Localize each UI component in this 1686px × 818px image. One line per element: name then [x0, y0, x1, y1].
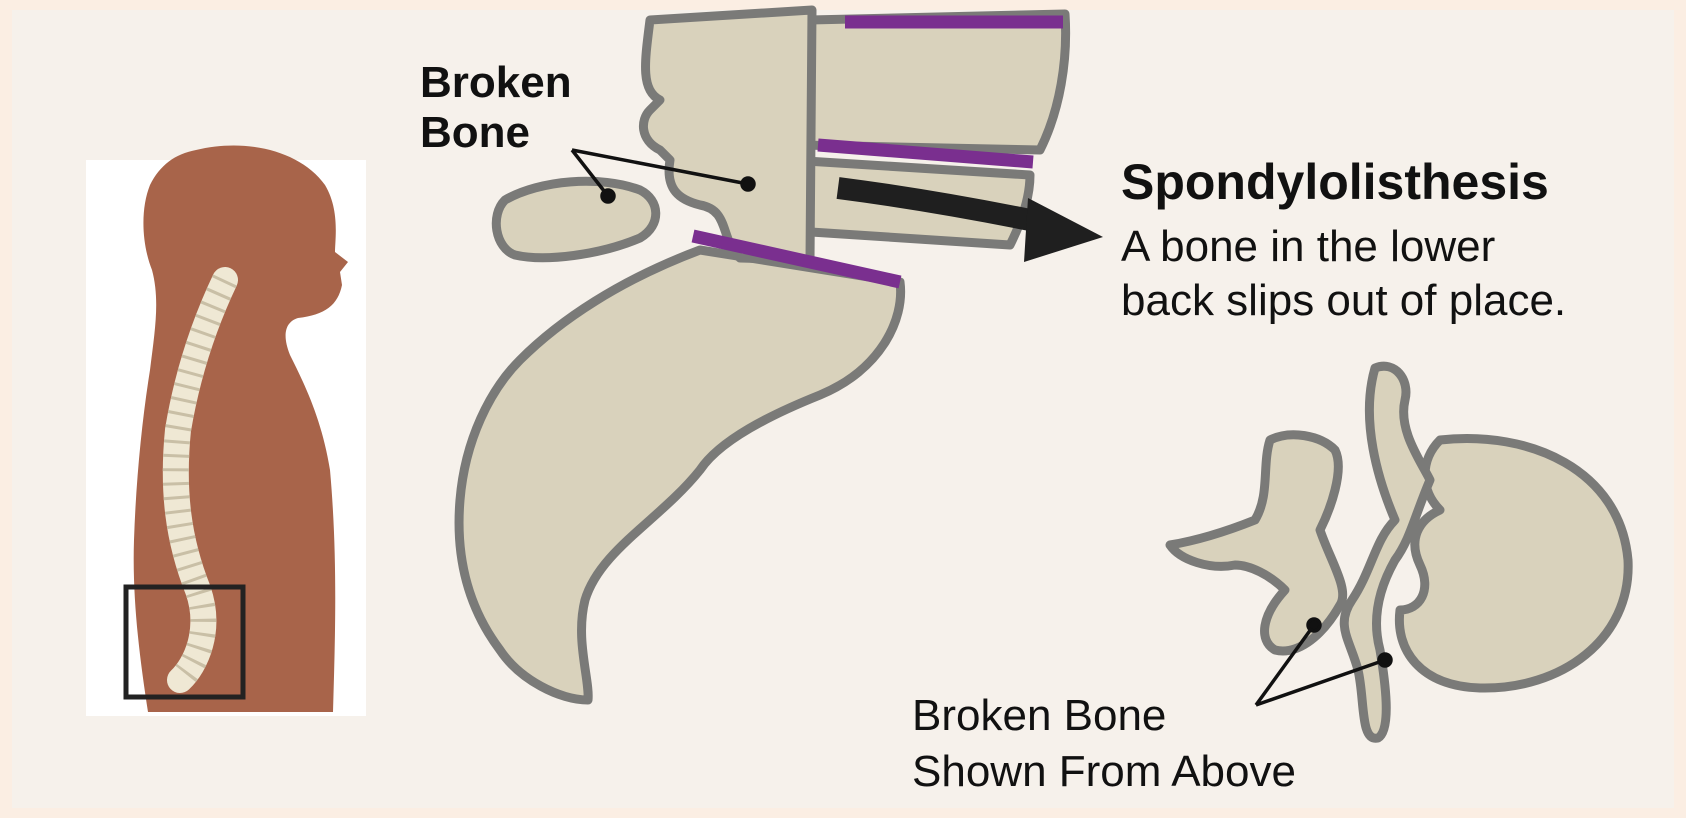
broken-bone-above-line-1: Broken Bone — [912, 688, 1296, 744]
broken-bone-label-line-1: Broken — [420, 58, 572, 108]
vertebra-top — [1170, 366, 1628, 738]
top-vertebra — [798, 14, 1066, 150]
description-line-2: back slips out of place. — [1121, 274, 1566, 328]
posterior-elements — [643, 10, 812, 260]
description-line-1: A bone in the lower — [1121, 220, 1566, 274]
broken-bone-label-line-2: Bone — [420, 108, 572, 158]
vertebral-body-top-view — [1399, 439, 1628, 689]
broken-bone-label-top: Broken Bone — [420, 58, 572, 158]
broken-bone-above-label: Broken Bone Shown From Above — [912, 688, 1296, 800]
broken-bone-above-line-2: Shown From Above — [912, 744, 1296, 800]
diagram-title: Spondylolisthesis — [1121, 152, 1549, 212]
broken-fragment — [496, 181, 655, 257]
sacrum — [459, 250, 901, 700]
body-inset — [86, 145, 366, 716]
diagram-description: A bone in the lower back slips out of pl… — [1121, 220, 1566, 328]
